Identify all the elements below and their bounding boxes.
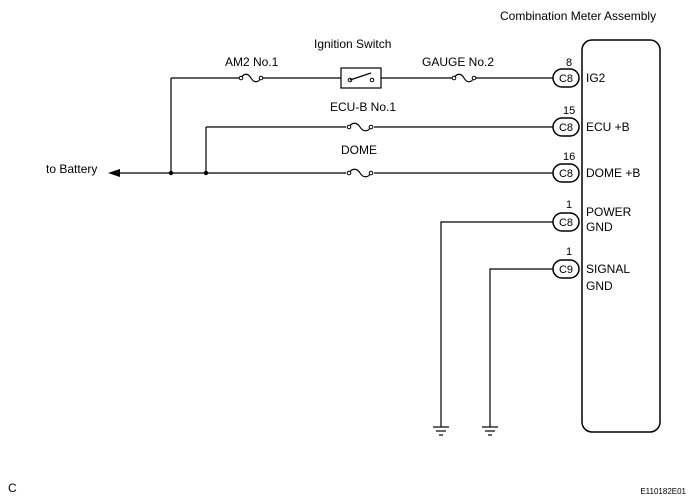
connector-id: C8 (559, 217, 573, 229)
connector-oval (552, 212, 580, 232)
terminal-label-line2: GND (586, 220, 613, 234)
battery-arrow (108, 169, 120, 177)
am2-fuse-label: AM2 No.1 (225, 55, 279, 69)
connector-oval (552, 163, 580, 183)
connector-id: C8 (559, 73, 573, 85)
connector-oval (552, 117, 580, 137)
connector-oval (552, 68, 580, 88)
gauge-fuse-label: GAUGE No.2 (422, 55, 494, 69)
pin-number: 8 (566, 57, 572, 69)
ignition-switch-label: Ignition Switch (314, 37, 391, 51)
pin-number: 1 (566, 246, 572, 258)
battery-label: to Battery (46, 162, 97, 176)
ecub-fuse-label: ECU-B No.1 (330, 100, 396, 114)
ground-icon (482, 426, 498, 436)
power-gnd-wire (440, 221, 553, 427)
combination-meter-box (581, 39, 661, 433)
dome-fuse-icon (346, 168, 374, 178)
connector-oval (552, 259, 580, 279)
terminal-label: DOME +B (586, 166, 640, 180)
signal-gnd-wire (489, 268, 553, 427)
figure-id: E110182E01 (640, 487, 686, 496)
am2-fuse-icon (238, 73, 264, 83)
corner-mark: C (8, 481, 17, 495)
pin-number: 15 (563, 105, 575, 117)
pin-number: 16 (563, 151, 575, 163)
terminal-label-line2: GND (586, 279, 613, 293)
ecub-fuse-icon (346, 122, 374, 132)
connector-id: C9 (559, 264, 573, 276)
connector-id: C8 (559, 122, 573, 134)
terminal-label: IG2 (586, 71, 606, 85)
gauge-fuse-icon (451, 73, 477, 83)
ignition-switch-icon (340, 67, 382, 89)
assembly-title: Combination Meter Assembly (500, 9, 656, 23)
pin-number: 1 (566, 199, 572, 211)
ground-icon (433, 426, 449, 436)
terminal-label-line1: POWER (586, 205, 632, 219)
terminal-label-line1: SIGNAL (586, 262, 630, 276)
terminal-label: ECU +B (586, 120, 630, 134)
dome-fuse-label: DOME (341, 143, 377, 157)
connector-id: C8 (559, 168, 573, 180)
